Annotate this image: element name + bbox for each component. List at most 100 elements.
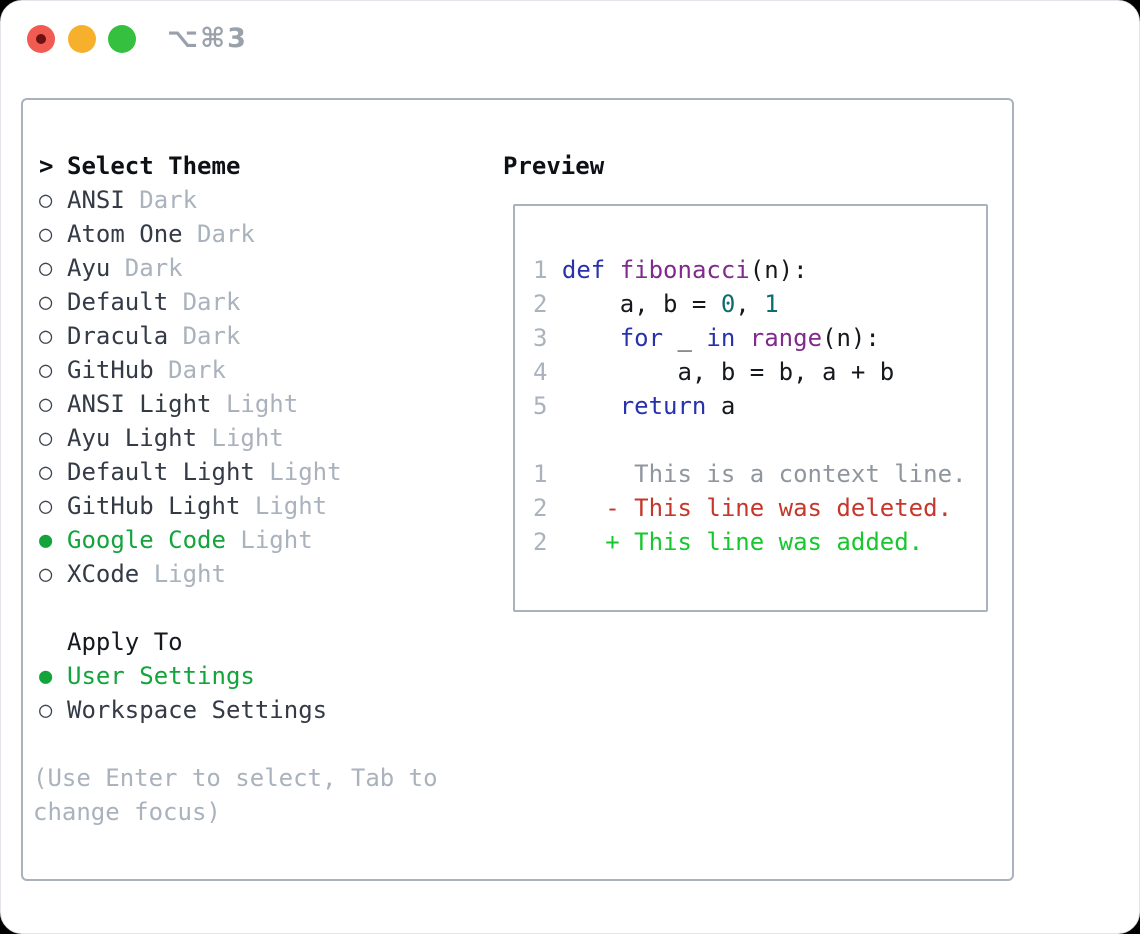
radio-icon: ○ <box>39 187 53 213</box>
token-kw: in <box>706 324 736 352</box>
theme-option[interactable]: ○ ANSI Light Light <box>33 387 455 421</box>
radio-icon: ○ <box>39 391 53 417</box>
line-number: 1 <box>533 256 548 284</box>
radio-icon: ○ <box>39 493 53 519</box>
spacer <box>533 423 976 457</box>
token-pl <box>605 256 619 284</box>
token-pl: , <box>735 290 765 318</box>
help-text: (Use Enter to select, Tab to change focu… <box>33 764 438 826</box>
token-kw: def <box>561 256 606 284</box>
theme-option[interactable]: ○ANSI Dark <box>33 183 455 217</box>
theme-option[interactable]: ○Dracula Dark <box>33 319 455 353</box>
theme-option[interactable]: ○GitHub Dark <box>33 353 455 387</box>
theme-option[interactable]: ○GitHub Light Light <box>33 489 455 523</box>
line-number: 2 <box>533 528 548 556</box>
code-content: for _ in range(n): <box>562 324 880 352</box>
line-number: 2 <box>533 290 548 318</box>
selection-prompt-icon: > <box>39 152 54 180</box>
diff-content: + This line was added. <box>561 528 924 556</box>
radio-selected-icon: ● <box>39 663 53 689</box>
radio-icon: ○ <box>39 255 53 281</box>
titlebar: ⌥⌘3 <box>1 1 1139 77</box>
option-label: Workspace Settings <box>67 696 328 724</box>
option-label: Google Code <box>67 526 226 554</box>
option-variant-label: Light <box>254 458 342 486</box>
token-pl: a, b = <box>561 290 721 318</box>
option-variant-label: Light <box>225 526 313 554</box>
apply-to-list: ●User Settings ○ Workspace Settings <box>33 659 455 727</box>
radio-selected-icon: ● <box>39 527 53 553</box>
theme-option[interactable]: ○Ayu Light Light <box>33 421 455 455</box>
token-pl <box>562 392 620 420</box>
option-variant-label: Dark <box>124 186 198 214</box>
option-variant-label: Dark <box>182 220 255 248</box>
option-label: Default <box>67 288 169 316</box>
close-button[interactable] <box>27 25 55 53</box>
spacer <box>33 727 455 761</box>
radio-icon: ○ <box>39 459 53 485</box>
option-label: GitHub Light <box>67 492 241 520</box>
minimize-button[interactable] <box>68 25 96 53</box>
apply-to-option[interactable]: ●User Settings <box>33 659 455 693</box>
token-lit: 1 <box>764 290 779 318</box>
diff-content: This is a context line. <box>561 460 967 488</box>
diff-line-deleted: 2 - This line was deleted. <box>533 491 976 525</box>
token-fn: range <box>749 324 823 352</box>
main-panel: > Select Theme ○ANSI Dark○Atom One Dark○… <box>21 98 1014 881</box>
radio-icon: ○ <box>39 561 53 587</box>
radio-icon: ○ <box>39 357 53 383</box>
theme-list: ○ANSI Dark○Atom One Dark○Ayu Dark○Defaul… <box>33 183 455 591</box>
option-variant-label: Dark <box>110 254 183 282</box>
apply-to-header: Apply To <box>67 628 183 656</box>
option-label: Atom One <box>67 220 183 248</box>
zoom-button[interactable] <box>108 25 136 53</box>
option-label: ANSI Light <box>67 390 212 418</box>
theme-selector: > Select Theme ○ANSI Dark○Atom One Dark○… <box>33 149 455 829</box>
select-theme-header-row: > Select Theme <box>33 149 455 183</box>
radio-icon: ○ <box>39 697 53 723</box>
radio-icon: ○ <box>39 289 53 315</box>
option-label: Ayu <box>67 254 111 282</box>
option-variant-label: Light <box>139 560 226 588</box>
line-number: 5 <box>533 392 548 420</box>
diff-line-context: 1 This is a context line. <box>533 457 976 491</box>
option-variant-label: Dark <box>168 322 241 350</box>
theme-option[interactable]: ○ Ayu Dark <box>33 251 455 285</box>
code-line: 5 return a <box>533 389 976 423</box>
code-content: a, b = 0, 1 <box>562 290 779 318</box>
radio-icon: ○ <box>39 425 53 451</box>
code-line: 1 def fibonacci(n): <box>533 253 976 287</box>
apply-to-header-row: Apply To <box>33 625 455 659</box>
theme-option[interactable]: ○ Atom One Dark <box>33 217 455 251</box>
theme-option[interactable]: ● Google Code Light <box>33 523 455 557</box>
code-content: return a <box>562 392 736 420</box>
line-number: 3 <box>533 324 548 352</box>
token-lit: 0 <box>720 290 736 318</box>
code-content: def fibonacci(n): <box>562 256 808 284</box>
token-pl <box>735 324 749 352</box>
option-variant-label: Light <box>211 390 299 418</box>
apply-to-option[interactable]: ○ Workspace Settings <box>33 693 455 727</box>
token-pl: a <box>706 392 736 420</box>
line-number: 1 <box>533 460 548 488</box>
code-line: 2 a, b = 0, 1 <box>533 287 976 321</box>
option-label: XCode <box>67 560 140 588</box>
token-pl: (n): <box>822 324 880 352</box>
diff-line-added: 2 + This line was added. <box>533 525 976 559</box>
preview-header: Preview <box>503 152 605 180</box>
theme-option[interactable]: ○ XCode Light <box>33 557 455 591</box>
token-kw: for <box>619 324 664 352</box>
close-dot-icon <box>36 34 46 44</box>
radio-icon: ○ <box>39 221 53 247</box>
theme-option[interactable]: ○Default Light Light <box>33 455 455 489</box>
code-content: a, b = b, a + b <box>562 358 894 386</box>
window-title: ⌥⌘3 <box>167 23 248 54</box>
token-fn: fibonacci <box>619 256 750 284</box>
code-line: 3 for _ in range(n): <box>533 321 976 355</box>
theme-option[interactable]: ○Default Dark <box>33 285 455 319</box>
diff-content: - This line was deleted. <box>561 494 953 522</box>
line-number: 2 <box>533 494 548 522</box>
